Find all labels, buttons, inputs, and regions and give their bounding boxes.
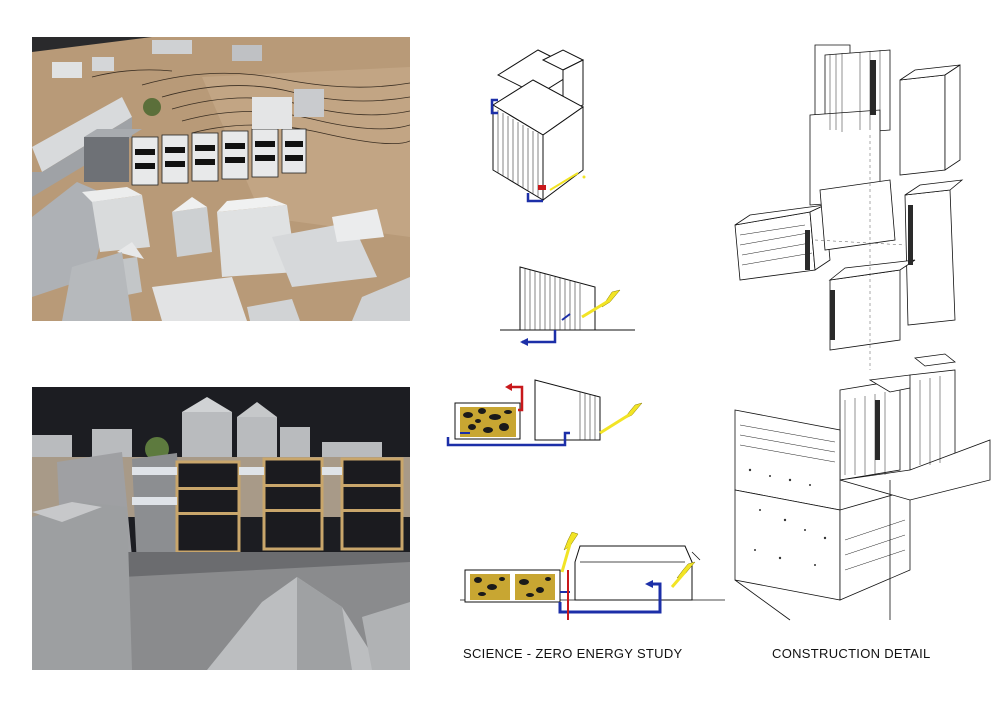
energy-diagram-section	[500, 262, 635, 346]
energy-study-caption: SCIENCE - ZERO ENERGY STUDY	[463, 646, 683, 661]
site-model-photo-aerial	[32, 37, 410, 321]
construction-detail-drawing	[730, 40, 995, 635]
construction-detail-caption: CONSTRUCTION DETAIL	[772, 646, 931, 661]
site-model-photo-closeup	[32, 387, 410, 670]
energy-diagram-full-section	[460, 532, 725, 620]
airflow-arrow-icon	[490, 98, 498, 115]
energy-diagram-storage-section	[440, 375, 645, 453]
energy-diagram-axonometric	[488, 45, 598, 205]
warm-air-arrow-icon	[510, 385, 524, 412]
